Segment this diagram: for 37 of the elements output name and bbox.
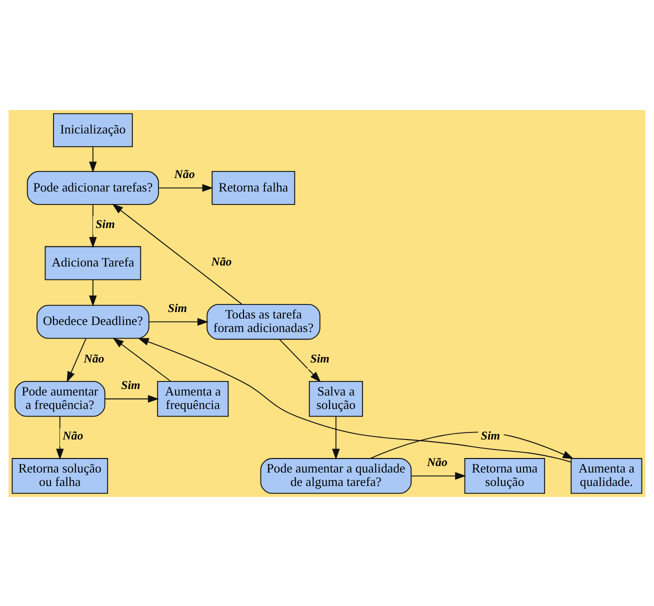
arrow <box>89 146 97 172</box>
node-box: Salva a solução <box>308 380 363 416</box>
node-box: Retorna solução ou falha <box>12 458 108 494</box>
edge-label: Não <box>84 351 104 366</box>
arrow <box>104 394 159 402</box>
node-box: Aumenta a frequência <box>157 380 229 416</box>
arrow <box>112 337 172 382</box>
edge-label: Não <box>174 166 195 181</box>
edge-label: Sim <box>96 216 115 230</box>
arrow <box>410 472 466 480</box>
arrow <box>112 203 242 304</box>
edge-label: Não <box>426 454 448 469</box>
arrow <box>89 278 97 306</box>
node-box: Obedece Deadline? <box>36 304 150 338</box>
node-box: Aumenta a qualidade. <box>570 458 642 494</box>
arrow <box>89 204 97 248</box>
arrow <box>56 416 64 460</box>
edge-label: Sim <box>480 428 500 442</box>
node-box: Pode aumentar a frequência? <box>14 380 106 416</box>
arrow <box>66 338 86 382</box>
node-box: Pode adicionar tarefas? <box>26 170 159 204</box>
arrow <box>138 337 572 462</box>
node-box: Inicialização <box>53 112 133 147</box>
node-box: Pode aumentar a qualidade de alguma tarefa? <box>260 458 412 494</box>
node-box: Retorna falha <box>212 170 296 204</box>
arrow <box>332 416 340 460</box>
edge-label: Sim <box>310 351 330 366</box>
arrow <box>279 338 321 382</box>
edge-label: Não <box>62 428 84 442</box>
node-box: Todas as tarefa foram adicionadas? <box>206 303 320 340</box>
arrow <box>158 184 214 192</box>
node-box: Retorna uma solução <box>464 458 546 494</box>
edge-label: Não <box>211 254 232 268</box>
edge-label: Sim <box>121 378 140 392</box>
node-box: Adiciona Tarefa <box>44 246 142 280</box>
edge-label: Sim <box>168 300 188 315</box>
arrow <box>148 317 208 326</box>
